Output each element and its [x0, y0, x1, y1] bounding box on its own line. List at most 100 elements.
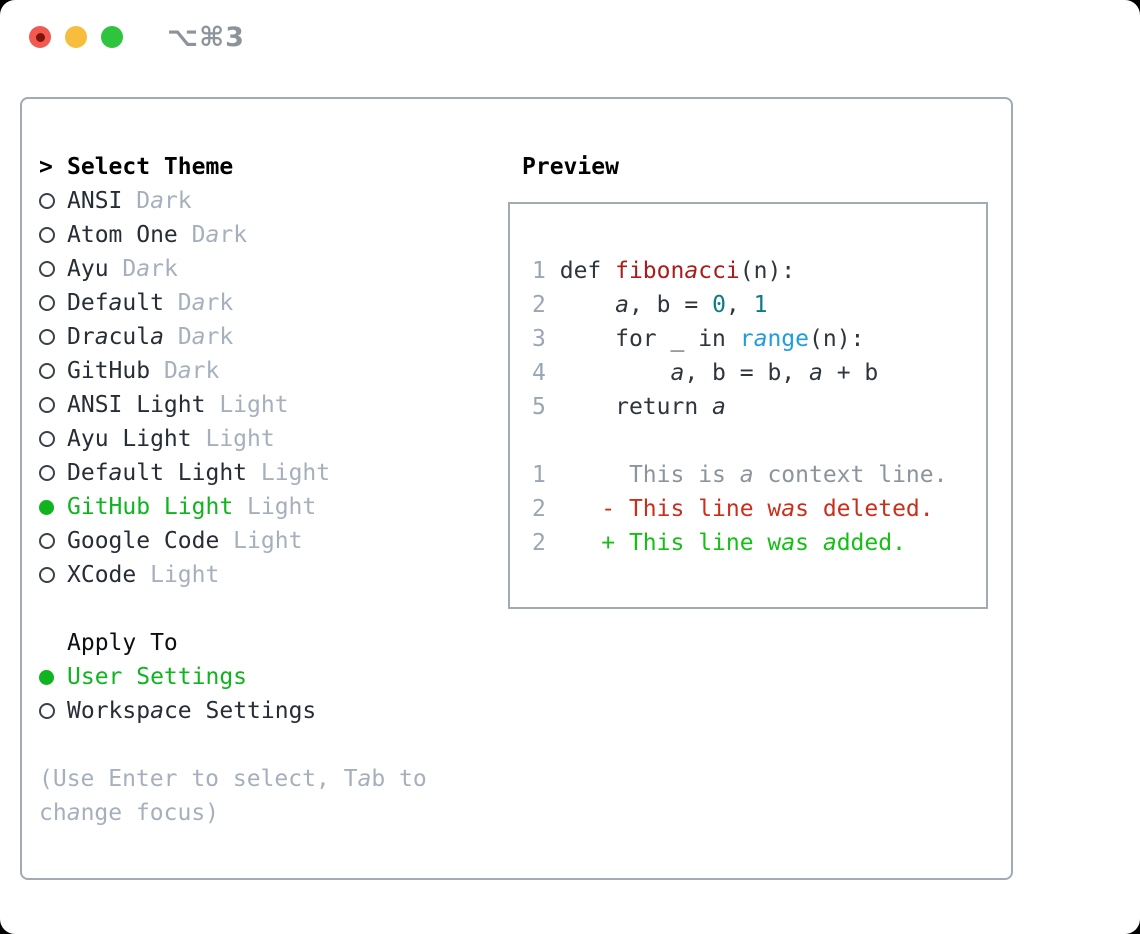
radio-icon: [39, 329, 67, 345]
preview-title: Preview: [522, 154, 619, 180]
code-token: 1: [753, 292, 768, 318]
line-number: 2: [532, 292, 546, 318]
code-token: - This line was deleted.: [559, 496, 934, 522]
theme-option-label: XCode: [67, 562, 137, 588]
theme-option-label: GitHub Light: [67, 494, 234, 520]
radio-icon: [39, 261, 67, 277]
radio-icon: [39, 533, 67, 549]
apply-option-user-settings[interactable]: User Settings: [39, 660, 316, 694]
theme-option-tag: Light: [191, 426, 275, 452]
theme-option-tag: Dark: [150, 358, 220, 384]
apply-to-title: Apply To: [67, 630, 178, 656]
code-line: [532, 424, 986, 458]
apply-to-header: Apply To: [39, 626, 316, 660]
code-token: a, b =: [615, 292, 713, 318]
theme-list-header: > Select Theme: [39, 150, 330, 184]
theme-option-tag: Light: [233, 494, 317, 520]
radio-icon: [39, 295, 67, 311]
line-number: 2: [532, 496, 546, 522]
apply-option-label: Workspace Settings: [67, 698, 317, 724]
line-number: 4: [532, 360, 546, 386]
radio-icon: [39, 465, 67, 481]
minimize-button[interactable]: [65, 26, 87, 48]
code-line: 2 a, b = 0, 1: [532, 288, 986, 322]
code-line: 2 - This line was deleted.: [532, 492, 986, 526]
theme-option-tag: Light: [219, 528, 303, 554]
theme-option-ansi-dark[interactable]: ANSI Dark: [39, 184, 330, 218]
hint-text: (Use Enter to select, Tab to change focu…: [39, 766, 427, 826]
close-button[interactable]: [29, 26, 51, 48]
theme-option-tag: Dark: [163, 290, 234, 316]
titlebar: ⌥⌘3: [0, 0, 1140, 74]
theme-option-ayu-dark[interactable]: Ayu Dark: [39, 252, 330, 286]
theme-option-tag: Light: [205, 392, 289, 418]
code-token: 0: [712, 292, 726, 318]
radio-icon: [39, 567, 67, 583]
theme-option-label: Dracula: [67, 324, 164, 350]
code-token: This is a context line.: [559, 462, 948, 488]
code-token: range: [739, 326, 809, 352]
theme-option-google-code-light[interactable]: Google Code Light: [39, 524, 330, 558]
theme-option-label: GitHub: [67, 358, 151, 384]
theme-option-ayu-light-light[interactable]: Ayu Light Light: [39, 422, 330, 456]
radio-selected-icon: [39, 669, 67, 685]
theme-option-tag: Light: [247, 460, 331, 486]
radio-icon: [39, 363, 67, 379]
theme-option-label: Google Code: [67, 528, 220, 554]
code-line: 3 for _ in range(n):: [532, 322, 986, 356]
radio-icon: [39, 227, 67, 243]
theme-option-default-dark[interactable]: Default Dark: [39, 286, 330, 320]
code-token: ,: [725, 292, 754, 318]
code-token: (n):: [739, 258, 796, 284]
code-line: 5 return a: [532, 390, 986, 424]
theme-option-tag: Light: [136, 562, 220, 588]
line-number: 3: [532, 326, 546, 352]
apply-option-workspace-settings[interactable]: Workspace Settings: [39, 694, 316, 728]
radio-icon: [39, 397, 67, 413]
radio-icon: [39, 193, 67, 209]
theme-option-tag: Dark: [122, 188, 192, 214]
theme-option-label: Atom One: [67, 222, 178, 248]
code-line: 1 This is a context line.: [532, 458, 986, 492]
code-line: 1 def fibonacci(n):: [532, 254, 986, 288]
preview-section: Preview 1 def fibonacci(n):2 a, b = 0, 1…: [502, 150, 988, 609]
theme-option-github-dark[interactable]: GitHub Dark: [39, 354, 330, 388]
code-token: a, b = b, a + b: [670, 360, 879, 386]
theme-option-label: ANSI: [67, 188, 123, 214]
line-number: 1: [532, 258, 546, 284]
window-shortcut-label: ⌥⌘3: [167, 22, 245, 53]
radio-icon: [39, 431, 67, 447]
theme-option-atom-one-dark[interactable]: Atom One Dark: [39, 218, 330, 252]
code-token: (n):: [809, 326, 865, 352]
theme-option-github-light-light[interactable]: GitHub Light Light: [39, 490, 330, 524]
theme-option-label: ANSI Light: [67, 392, 206, 418]
theme-option-label: Default Light: [67, 460, 248, 486]
theme-option-tag: Dark: [163, 324, 234, 350]
line-number: 2: [532, 530, 546, 556]
theme-option-label: Ayu Light: [67, 426, 192, 452]
apply-option-label: User Settings: [67, 664, 248, 690]
code-token: for _ in: [559, 326, 740, 352]
theme-option-xcode-light[interactable]: XCode Light: [39, 558, 330, 592]
theme-option-default-light-light[interactable]: Default Light Light: [39, 456, 330, 490]
theme-option-label: Default: [67, 290, 164, 316]
code-token: def: [559, 258, 616, 284]
theme-option-label: Ayu: [67, 256, 109, 282]
line-number: [532, 428, 546, 454]
theme-option-dracula-dark[interactable]: Dracula Dark: [39, 320, 330, 354]
radio-selected-icon: [39, 499, 67, 515]
close-dot-icon: [35, 32, 45, 42]
zoom-button[interactable]: [101, 26, 123, 48]
code-line: 4 a, b = b, a + b: [532, 356, 986, 390]
code-line: 2 + This line was added.: [532, 526, 986, 560]
code-token: + This line was added.: [559, 530, 906, 556]
line-number: 5: [532, 394, 546, 420]
theme-option-ansi-light-light[interactable]: ANSI Light Light: [39, 388, 330, 422]
theme-option-tag: Dark: [177, 222, 248, 248]
theme-picker-title: Select Theme: [67, 154, 234, 180]
theme-option-tag: Dark: [108, 256, 178, 282]
